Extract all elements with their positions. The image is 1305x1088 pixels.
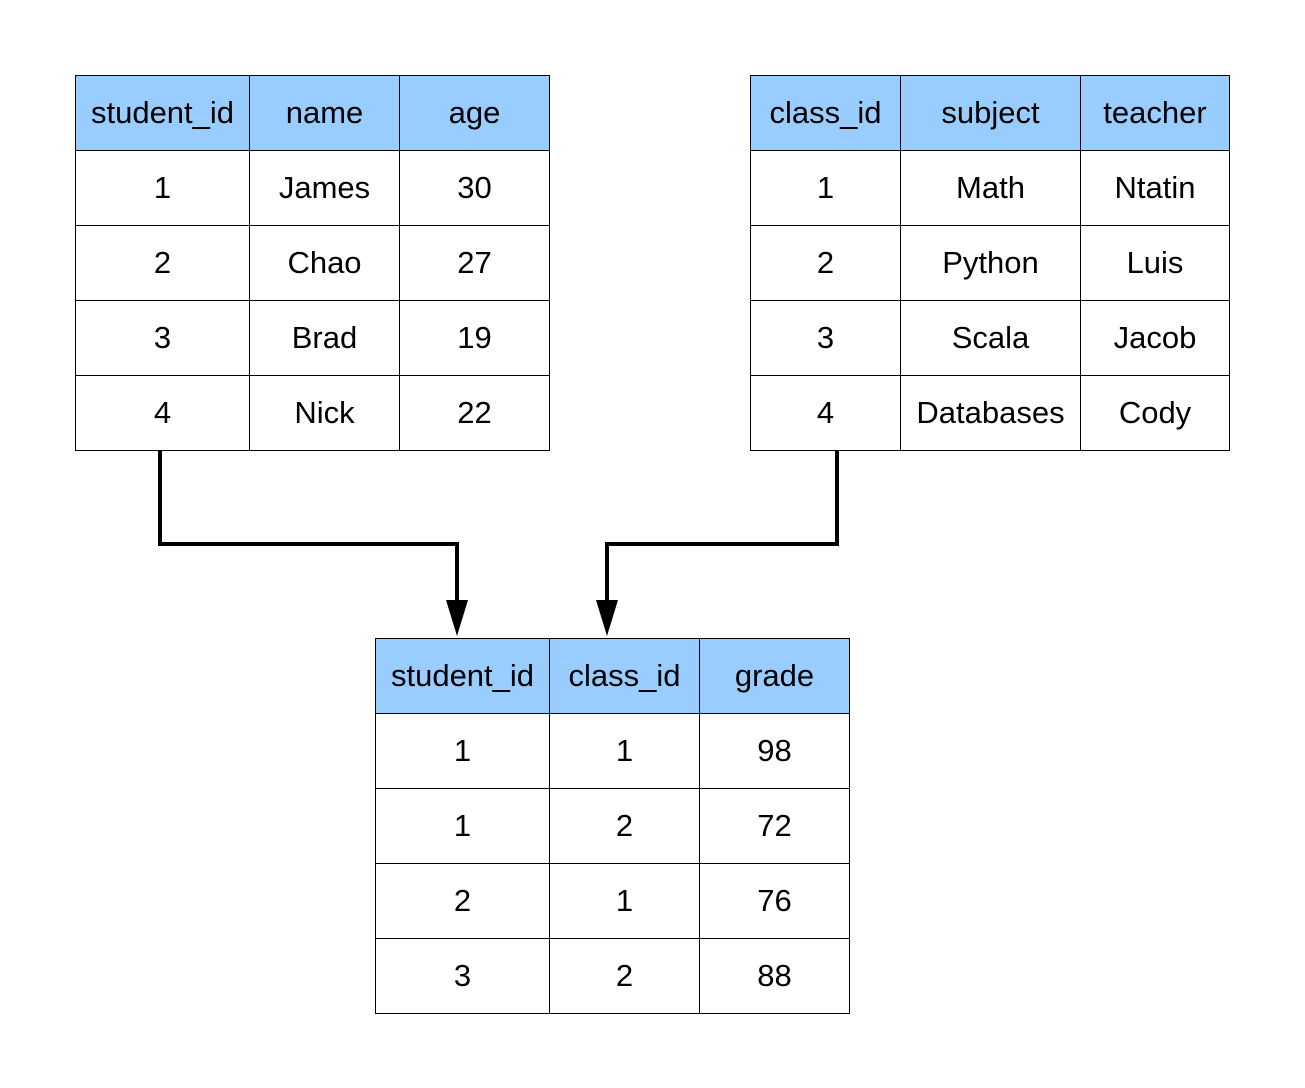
table-cell: Luis [1080,225,1230,301]
table-header-row: student_id name age [75,75,550,151]
table-cell: James [249,150,400,226]
table-cell: Databases [900,375,1081,451]
column-header: class_id [549,638,700,714]
classes-to-grades-arrowhead [596,600,618,636]
table-cell: 2 [375,863,550,939]
column-header: teacher [1080,75,1230,151]
table-cell: 1 [375,713,550,789]
table-cell: 2 [75,225,250,301]
table-cell: 2 [549,938,700,1014]
table-cell: 1 [375,788,550,864]
table-cell: 98 [699,713,850,789]
table-cell: 3 [375,938,550,1014]
table-row: 1 James 30 [75,150,550,226]
table-cell: 88 [699,938,850,1014]
table-header-row: class_id subject teacher [750,75,1230,151]
table-cell: 3 [750,300,901,376]
table-cell: Nick [249,375,400,451]
table-row: 4 Nick 22 [75,375,550,451]
table-cell: 1 [549,713,700,789]
table-cell: 19 [399,300,550,376]
table-cell: Chao [249,225,400,301]
table-row: 2 Python Luis [750,225,1230,301]
table-row: 1 2 72 [375,788,850,864]
table-cell: 27 [399,225,550,301]
table-header-row: student_id class_id grade [375,638,850,714]
column-header: name [249,75,400,151]
table-cell: 4 [750,375,901,451]
column-header: student_id [75,75,250,151]
table-cell: 1 [549,863,700,939]
column-header: subject [900,75,1081,151]
column-header: age [399,75,550,151]
table-row: 3 Brad 19 [75,300,550,376]
table-cell: Brad [249,300,400,376]
table-cell: 2 [549,788,700,864]
table-cell: 22 [399,375,550,451]
students-table: student_id name age 1 James 30 2 Chao 27… [75,75,550,451]
table-cell: 30 [399,150,550,226]
table-cell: Ntatin [1080,150,1230,226]
table-row: 1 1 98 [375,713,850,789]
table-row: 2 Chao 27 [75,225,550,301]
classes-to-grades-connector [605,450,839,608]
table-cell: 3 [75,300,250,376]
table-cell: Scala [900,300,1081,376]
table-cell: 1 [75,150,250,226]
table-row: 3 2 88 [375,938,850,1014]
table-cell: 2 [750,225,901,301]
table-row: 4 Databases Cody [750,375,1230,451]
students-to-grades-arrowhead [446,600,468,636]
table-row: 2 1 76 [375,863,850,939]
column-header: student_id [375,638,550,714]
table-cell: Math [900,150,1081,226]
column-header: grade [699,638,850,714]
table-cell: 4 [75,375,250,451]
students-to-grades-connector [158,450,459,608]
table-cell: 72 [699,788,850,864]
table-cell: 76 [699,863,850,939]
table-cell: 1 [750,150,901,226]
table-cell: Python [900,225,1081,301]
classes-table: class_id subject teacher 1 Math Ntatin 2… [750,75,1230,451]
table-cell: Jacob [1080,300,1230,376]
column-header: class_id [750,75,901,151]
table-row: 1 Math Ntatin [750,150,1230,226]
table-row: 3 Scala Jacob [750,300,1230,376]
table-cell: Cody [1080,375,1230,451]
grades-table: student_id class_id grade 1 1 98 1 2 72 … [375,638,850,1014]
